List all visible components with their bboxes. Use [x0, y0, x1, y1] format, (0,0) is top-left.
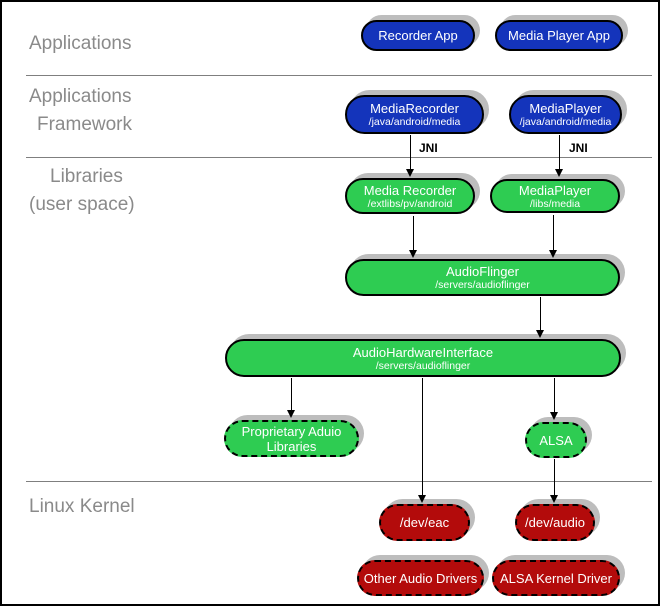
node-media-recorder-library: Media Recorder /extlibs/pv/android [345, 178, 475, 214]
layer-divider-applications-framework [26, 75, 652, 76]
arrow-ahi-to-alsa [550, 378, 559, 420]
arrowhead-icon [418, 495, 426, 503]
arrowhead-icon [550, 495, 558, 503]
node-title-line2: Libraries [266, 438, 317, 454]
arrowhead-icon [555, 169, 563, 177]
arrow-media-recorder-lib-to-audioflinger [409, 216, 418, 258]
arrow-mediaplayer-lib-to-audioflinger [549, 215, 558, 258]
node-path: /servers/audioflinger [375, 359, 471, 372]
node-title: /dev/audio [525, 515, 585, 530]
arrow-mediarecorder-fw-to-media-recorder-lib [406, 135, 415, 177]
node-path: /libs/media [529, 197, 581, 210]
node-mediaplayer-library: MediaPlayer /libs/media [490, 179, 620, 213]
layer-label-libraries-line2: (user space) [29, 194, 135, 215]
node-dev-eac: /dev/eac [379, 504, 470, 541]
layer-label-applications: Applications [29, 33, 132, 54]
node-title: Media Recorder [363, 182, 457, 198]
node-proprietary-audio-libraries: Proprietary Aduio Libraries [224, 420, 359, 457]
node-alsa: ALSA [525, 422, 587, 458]
node-audioflinger: AudioFlinger /servers/audioflinger [345, 259, 620, 296]
layer-label-linux-kernel: Linux Kernel [29, 496, 135, 517]
node-path: /java/android/media [519, 116, 612, 128]
arrowhead-icon [549, 250, 557, 258]
node-title: Recorder App [378, 28, 458, 43]
layer-label-libraries-line1: Libraries [50, 166, 123, 187]
node-audiohardwareinterface: AudioHardwareInterface /servers/audiofli… [225, 339, 621, 377]
node-title: MediaPlayer [529, 101, 602, 116]
jni-label-left: JNI [419, 141, 438, 155]
arrowhead-icon [406, 169, 414, 177]
layer-label-applications-framework-line2: Framework [37, 114, 133, 135]
node-title: AudioFlinger [446, 264, 519, 279]
layer-divider-framework-libraries [26, 157, 652, 158]
node-title: ALSA [539, 432, 573, 448]
node-title: Other Audio Drivers [363, 570, 478, 586]
arrow-audioflinger-to-audiohardwareinterface [536, 297, 545, 338]
node-title: AudioHardwareInterface [352, 344, 494, 360]
node-alsa-kernel-driver: ALSA Kernel Driver [492, 560, 620, 596]
arrow-ahi-to-proprietary-libraries [287, 378, 296, 418]
node-mediaplayer-framework: MediaPlayer /java/android/media [509, 95, 622, 134]
layer-label-applications-framework-line1: Applications [29, 86, 132, 107]
arrowhead-icon [409, 250, 417, 258]
arrowhead-icon [536, 330, 544, 338]
arrowhead-icon [287, 410, 295, 418]
arrow-alsa-to-dev-audio [550, 459, 559, 503]
node-media-player-app: Media Player App [495, 20, 623, 51]
arrowhead-icon [550, 412, 558, 420]
arrow-ahi-to-dev-eac [418, 378, 427, 503]
node-mediarecorder-framework: MediaRecorder /java/android/media [345, 95, 484, 134]
node-recorder-app: Recorder App [361, 20, 475, 51]
node-other-audio-drivers: Other Audio Drivers [357, 560, 484, 596]
node-title: Proprietary Aduio [241, 423, 342, 439]
node-path: /servers/audioflinger [435, 279, 530, 291]
layer-divider-libraries-kernel [26, 481, 652, 482]
node-dev-audio: /dev/audio [515, 504, 595, 541]
node-path: /extlibs/pv/android [367, 197, 453, 210]
node-title: MediaRecorder [370, 101, 459, 116]
arrow-mediaplayer-fw-to-mediaplayer-lib [555, 135, 564, 177]
jni-label-right: JNI [569, 141, 588, 155]
node-path: /java/android/media [368, 116, 461, 128]
node-title: MediaPlayer [518, 182, 592, 198]
node-title: ALSA Kernel Driver [500, 570, 612, 586]
node-title: Media Player App [508, 28, 610, 43]
node-title: /dev/eac [399, 515, 450, 530]
